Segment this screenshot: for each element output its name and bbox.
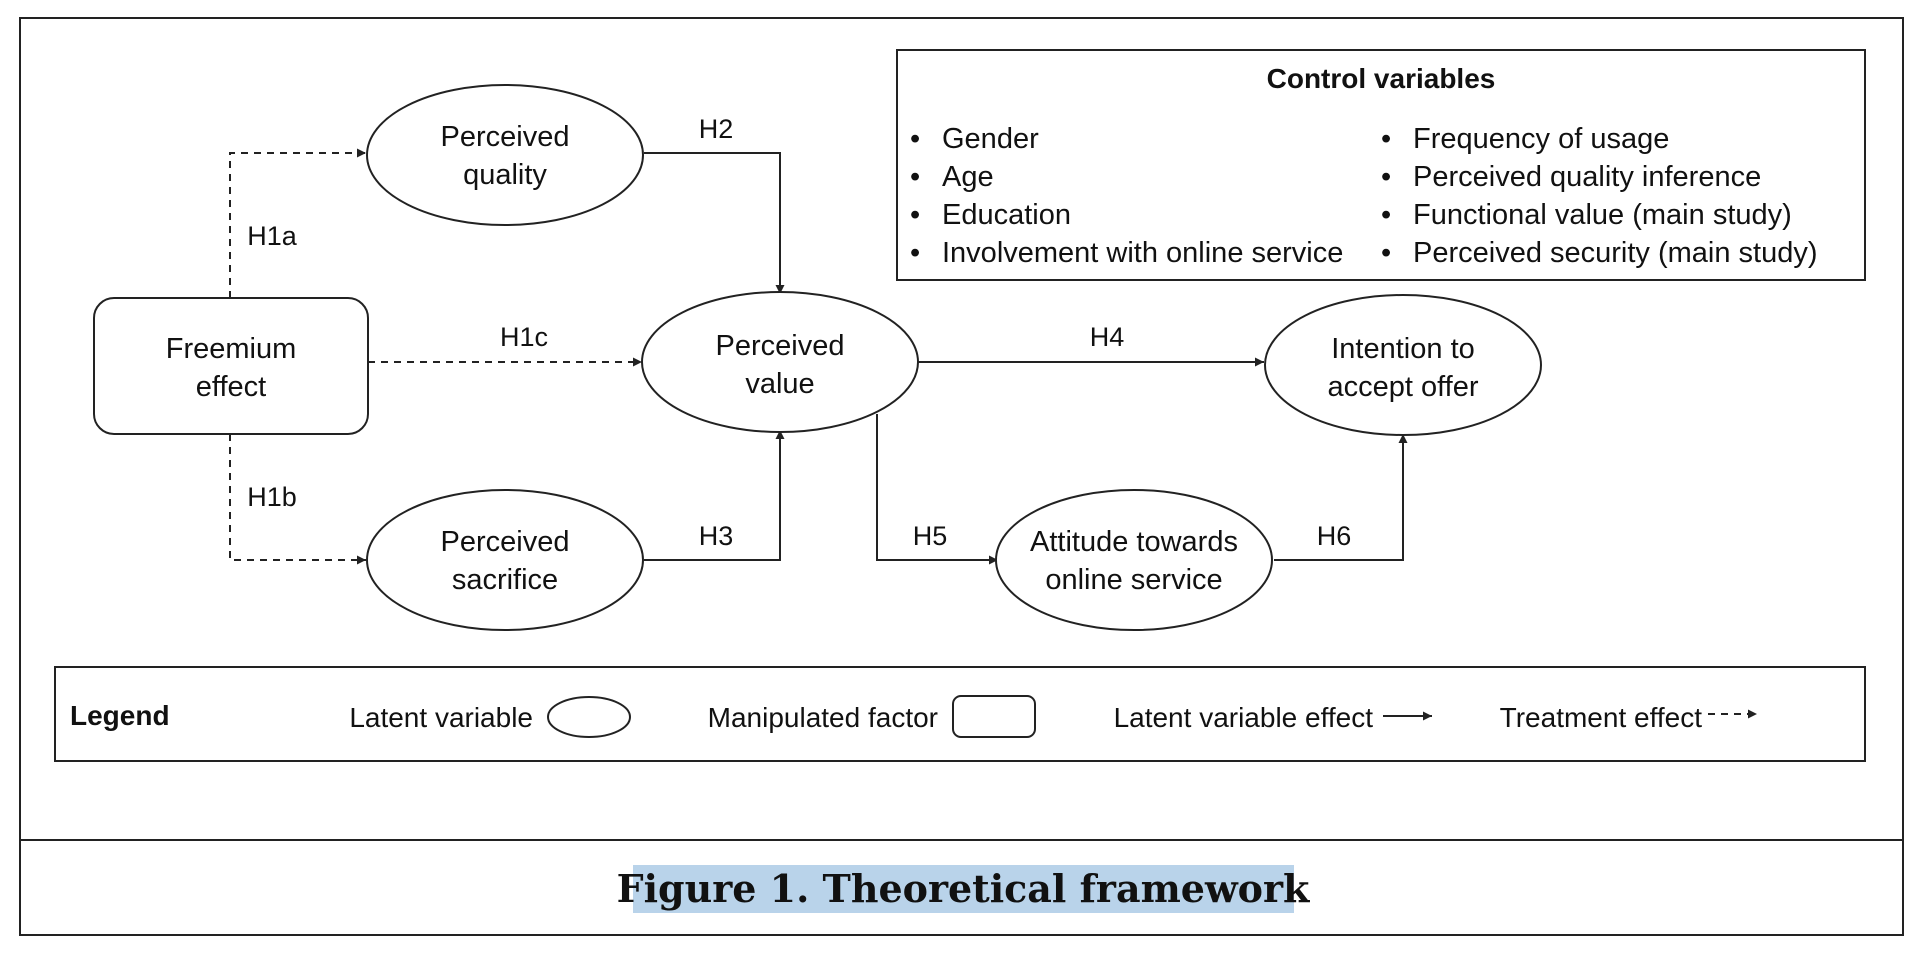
node-label: quality: [463, 159, 547, 191]
control-item-security: Perceived security (main study): [1413, 237, 1818, 269]
node-label: Perceived: [441, 121, 570, 153]
latent-variable-ellipse: [366, 489, 644, 631]
node-perceived-value: Perceived value: [641, 291, 919, 433]
legend-latent-variable-ellipse: [547, 696, 631, 738]
legend-latent-variable-label: Latent variable: [349, 702, 533, 733]
node-label: sacrifice: [452, 564, 558, 596]
edge-h5: [876, 414, 998, 565]
control-variables-title: Control variables: [1267, 63, 1496, 94]
node-label: effect: [196, 371, 266, 403]
latent-variable-ellipse: [641, 291, 919, 433]
control-bullet: •: [1381, 199, 1391, 231]
edge-label-h5: H5: [913, 521, 948, 551]
node-perceived-sacrifice: Perceived sacrifice: [366, 489, 644, 631]
control-bullet: •: [910, 237, 920, 269]
node-label: online service: [1045, 564, 1222, 596]
edge-label-h1c: H1c: [500, 322, 548, 352]
edge-label-h2: H2: [699, 114, 734, 144]
node-label: Perceived: [441, 526, 570, 558]
node-label: Freemium: [166, 333, 297, 365]
legend-title: Legend: [70, 700, 170, 731]
node-label: Intention to: [1331, 333, 1475, 365]
control-bullet: •: [1381, 123, 1391, 155]
control-item-frequency: Frequency of usage: [1413, 123, 1669, 155]
manipulated-factor-box: [93, 297, 369, 435]
control-item-gender: Gender: [942, 123, 1039, 155]
control-variables-box: Control variables • Gender • Age • Educa…: [896, 49, 1866, 281]
edge-h1b: [229, 434, 366, 565]
control-item-functional-value: Functional value (main study): [1413, 199, 1792, 231]
latent-variable-ellipse: [1264, 294, 1542, 436]
node-attitude-towards-online-service: Attitude towards online service: [995, 489, 1273, 631]
control-bullet: •: [1381, 237, 1391, 269]
control-item-age: Age: [942, 161, 994, 193]
figure-caption: Figure 1. Theoretical framework: [617, 866, 1310, 911]
legend-treatment-effect-label: Treatment effect: [1500, 702, 1703, 733]
latent-variable-ellipse: [366, 84, 644, 226]
edge-label-h6: H6: [1317, 521, 1352, 551]
node-label: Perceived: [716, 330, 845, 362]
control-bullet: •: [910, 123, 920, 155]
edge-h2: [644, 152, 785, 294]
edge-label-h4: H4: [1090, 322, 1125, 352]
node-label: accept offer: [1327, 371, 1478, 403]
control-bullet: •: [910, 199, 920, 231]
control-item-education: Education: [942, 199, 1071, 231]
edge-label-h3: H3: [699, 521, 734, 551]
control-item-involvement: Involvement with online service: [942, 237, 1343, 269]
control-bullet: •: [1381, 161, 1391, 193]
edge-h1a: [229, 148, 366, 298]
legend-manipulated-factor-box: [952, 695, 1036, 738]
control-bullet: •: [910, 161, 920, 193]
edge-label-h1a: H1a: [247, 221, 298, 251]
caption-highlight: [633, 865, 1294, 913]
legend-manipulated-factor-label: Manipulated factor: [708, 702, 938, 733]
edge-h6: [1274, 434, 1408, 561]
legend: Legend Latent variable Manipulated facto…: [54, 666, 1866, 762]
edge-h3: [644, 430, 785, 561]
latent-variable-ellipse: [995, 489, 1273, 631]
node-label: value: [745, 368, 814, 400]
legend-latent-effect-label: Latent variable effect: [1114, 702, 1374, 733]
caption-frame: [19, 839, 1904, 936]
edge-label-h1b: H1b: [247, 482, 297, 512]
node-label: Attitude towards: [1030, 526, 1238, 558]
control-variables-border: [896, 49, 1866, 281]
node-perceived-quality: Perceived quality: [366, 84, 644, 226]
control-item-quality-inference: Perceived quality inference: [1413, 161, 1761, 193]
node-freemium-effect: Freemium effect: [93, 297, 369, 435]
node-intention-to-accept-offer: Intention to accept offer: [1264, 294, 1542, 436]
